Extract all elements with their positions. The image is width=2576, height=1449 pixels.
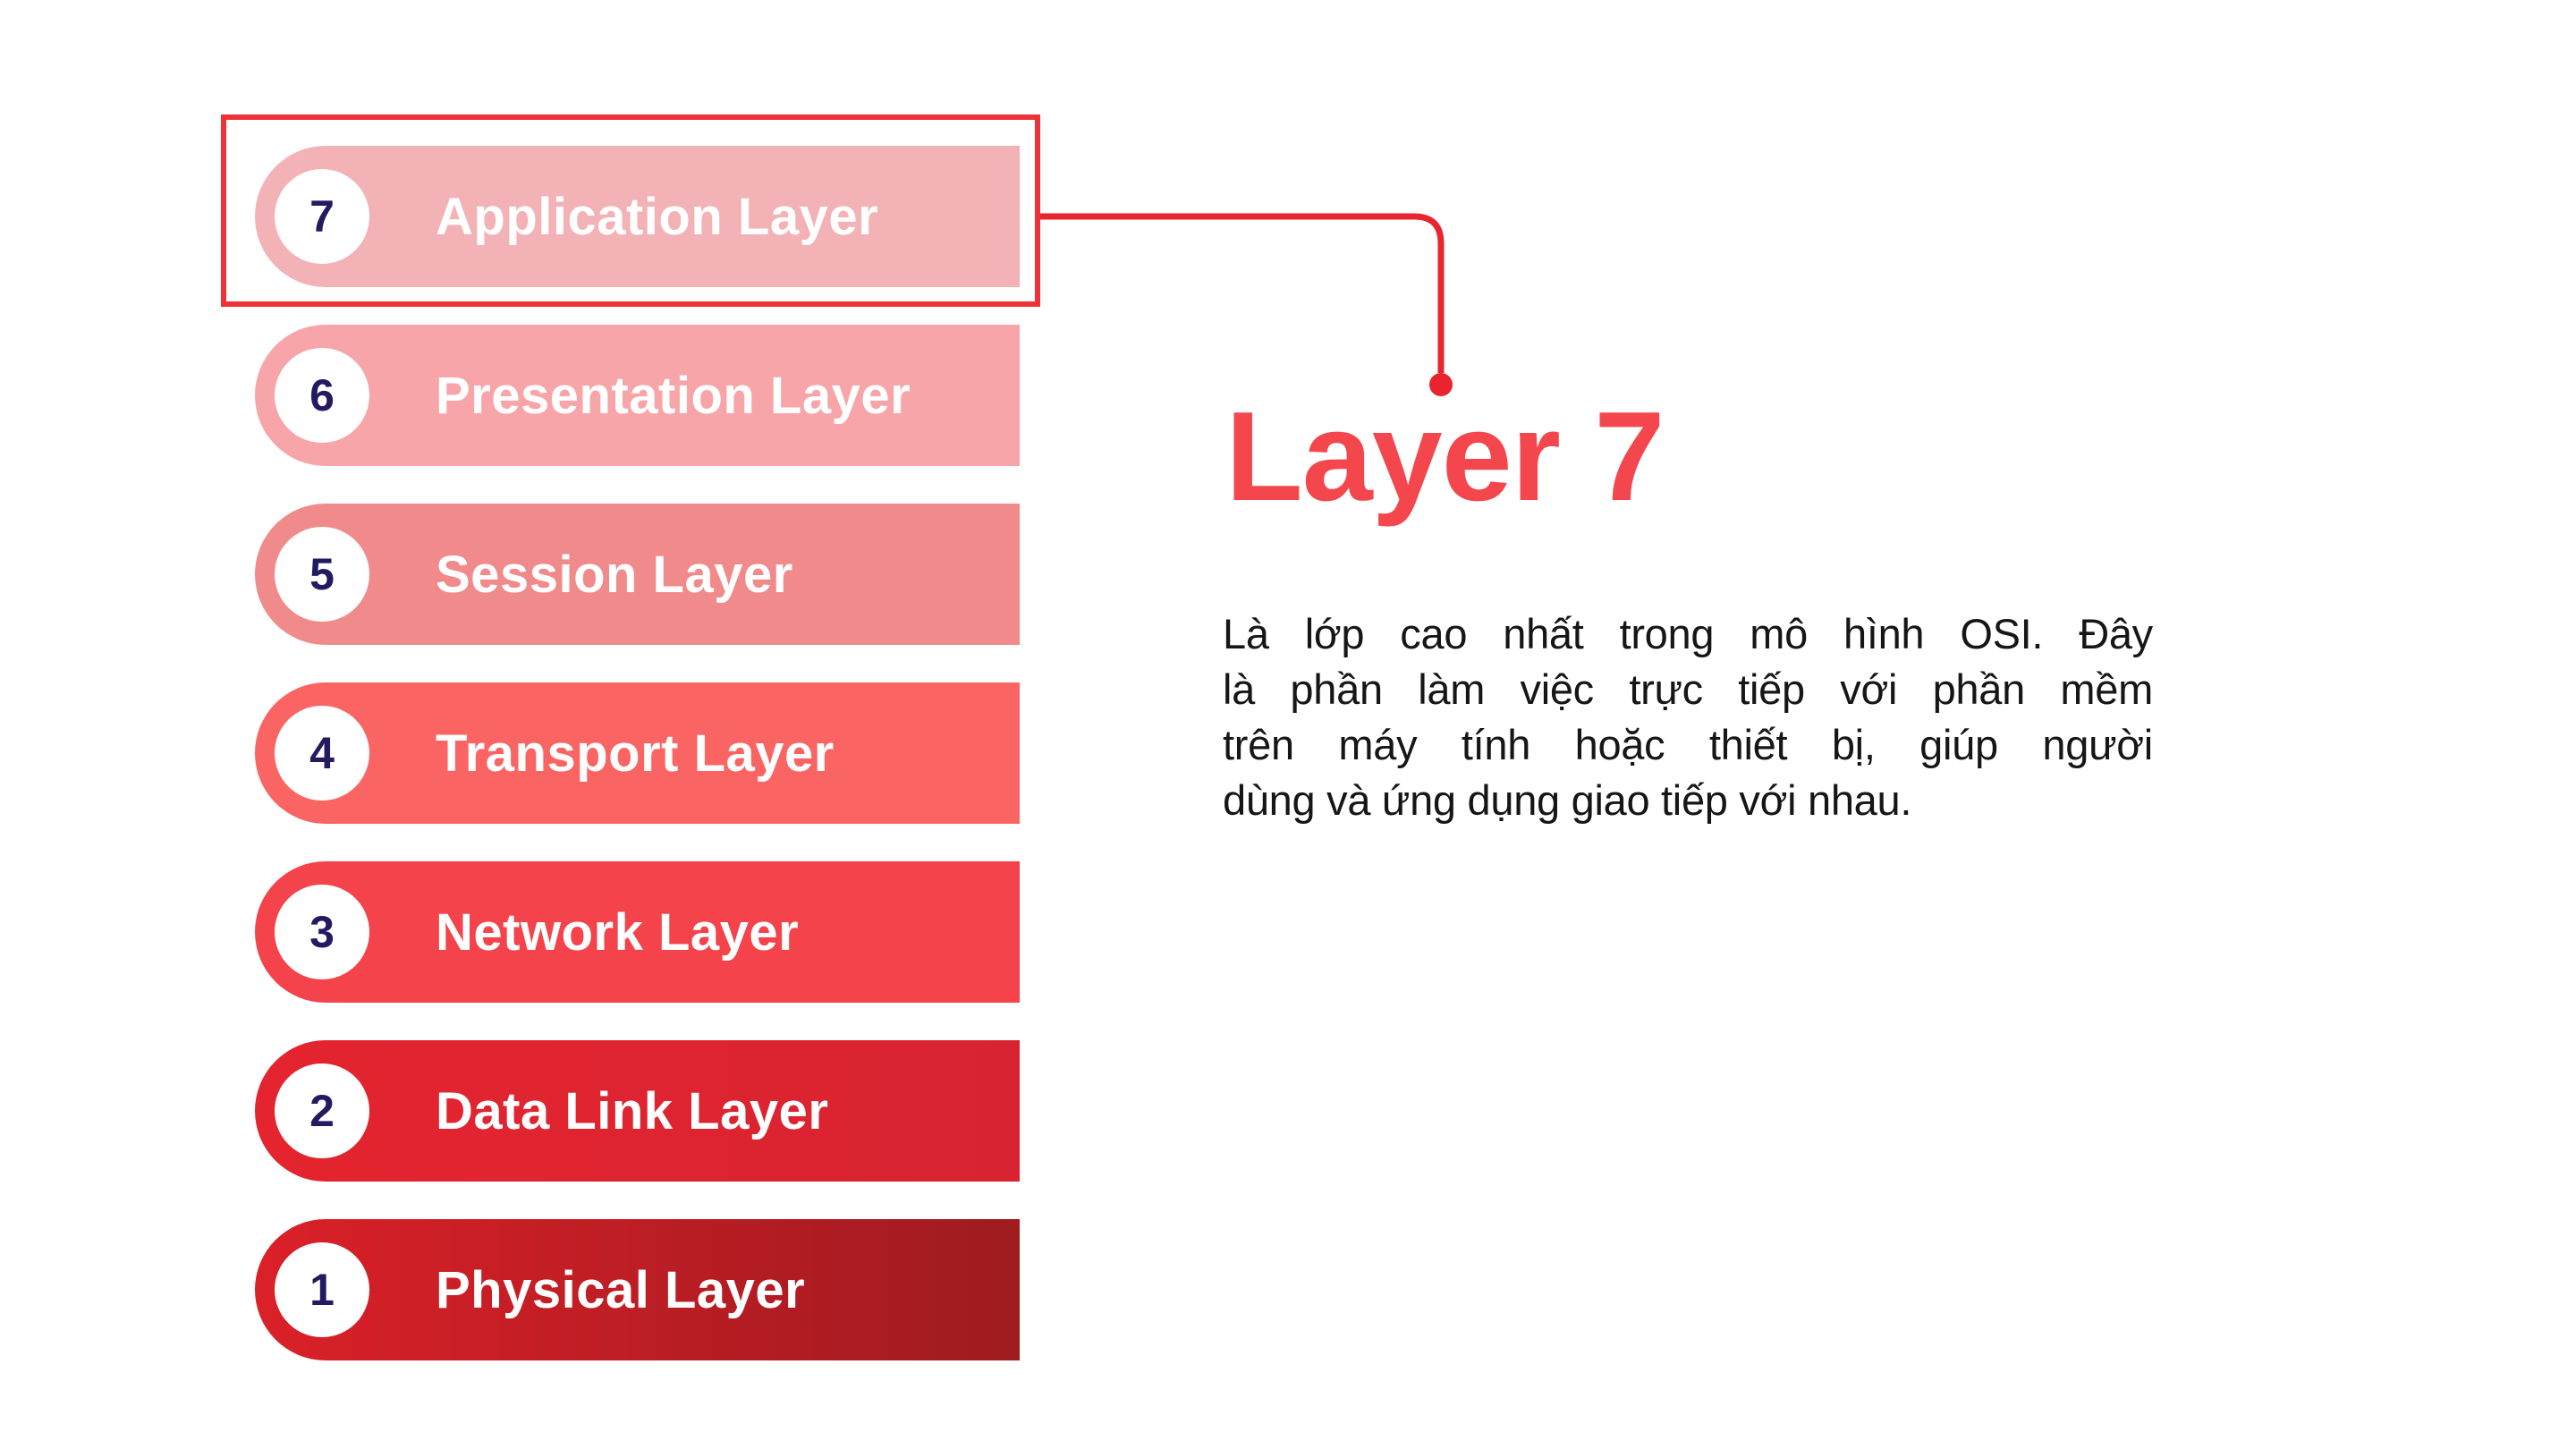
layer-number: 2 — [309, 1086, 335, 1136]
layer-number-badge: 2 — [275, 1063, 369, 1158]
layer-label: Physical Layer — [436, 1260, 806, 1319]
description-line: dùng và ứng dụng giao tiếp với nhau. — [1223, 776, 1912, 824]
layer-number: 3 — [309, 907, 335, 957]
layer-label: Session Layer — [436, 545, 793, 604]
osi-layer-row-1: 1 Physical Layer — [255, 1219, 1020, 1360]
osi-layer-row-4: 4 Transport Layer — [255, 682, 1020, 824]
layer-label: Data Link Layer — [436, 1081, 829, 1140]
layer-label: Network Layer — [436, 902, 800, 962]
layer-number: 4 — [309, 728, 335, 778]
layer-label: Presentation Layer — [436, 366, 911, 425]
osi-layer-row-2: 2 Data Link Layer — [255, 1040, 1020, 1182]
detail-title: Layer 7 — [1225, 386, 1665, 528]
layer-number-badge: 3 — [275, 885, 369, 979]
osi-layer-row-7: 7 Application Layer — [255, 146, 1020, 287]
selected-layer-outline — [221, 114, 1040, 307]
layer-number: 5 — [309, 549, 335, 599]
layer-number: 1 — [309, 1265, 335, 1315]
layer-number-badge: 1 — [275, 1242, 369, 1337]
layer-label: Application Layer — [436, 187, 879, 246]
layer-number-badge: 5 — [275, 527, 369, 622]
layer-number-badge: 6 — [275, 348, 369, 443]
osi-layer-row-6: 6 Presentation Layer — [255, 325, 1020, 466]
connector-endpoint-dot — [1429, 373, 1453, 396]
layer-number: 7 — [309, 191, 335, 242]
layer-number-badge: 4 — [275, 706, 369, 801]
osi-layer-row-5: 5 Session Layer — [255, 504, 1020, 645]
osi-layer-row-3: 3 Network Layer — [255, 861, 1020, 1003]
layer-number: 6 — [309, 370, 335, 420]
connector-line — [1040, 213, 1453, 396]
layer-label: Transport Layer — [436, 724, 835, 783]
layer-number-badge: 7 — [275, 169, 369, 264]
